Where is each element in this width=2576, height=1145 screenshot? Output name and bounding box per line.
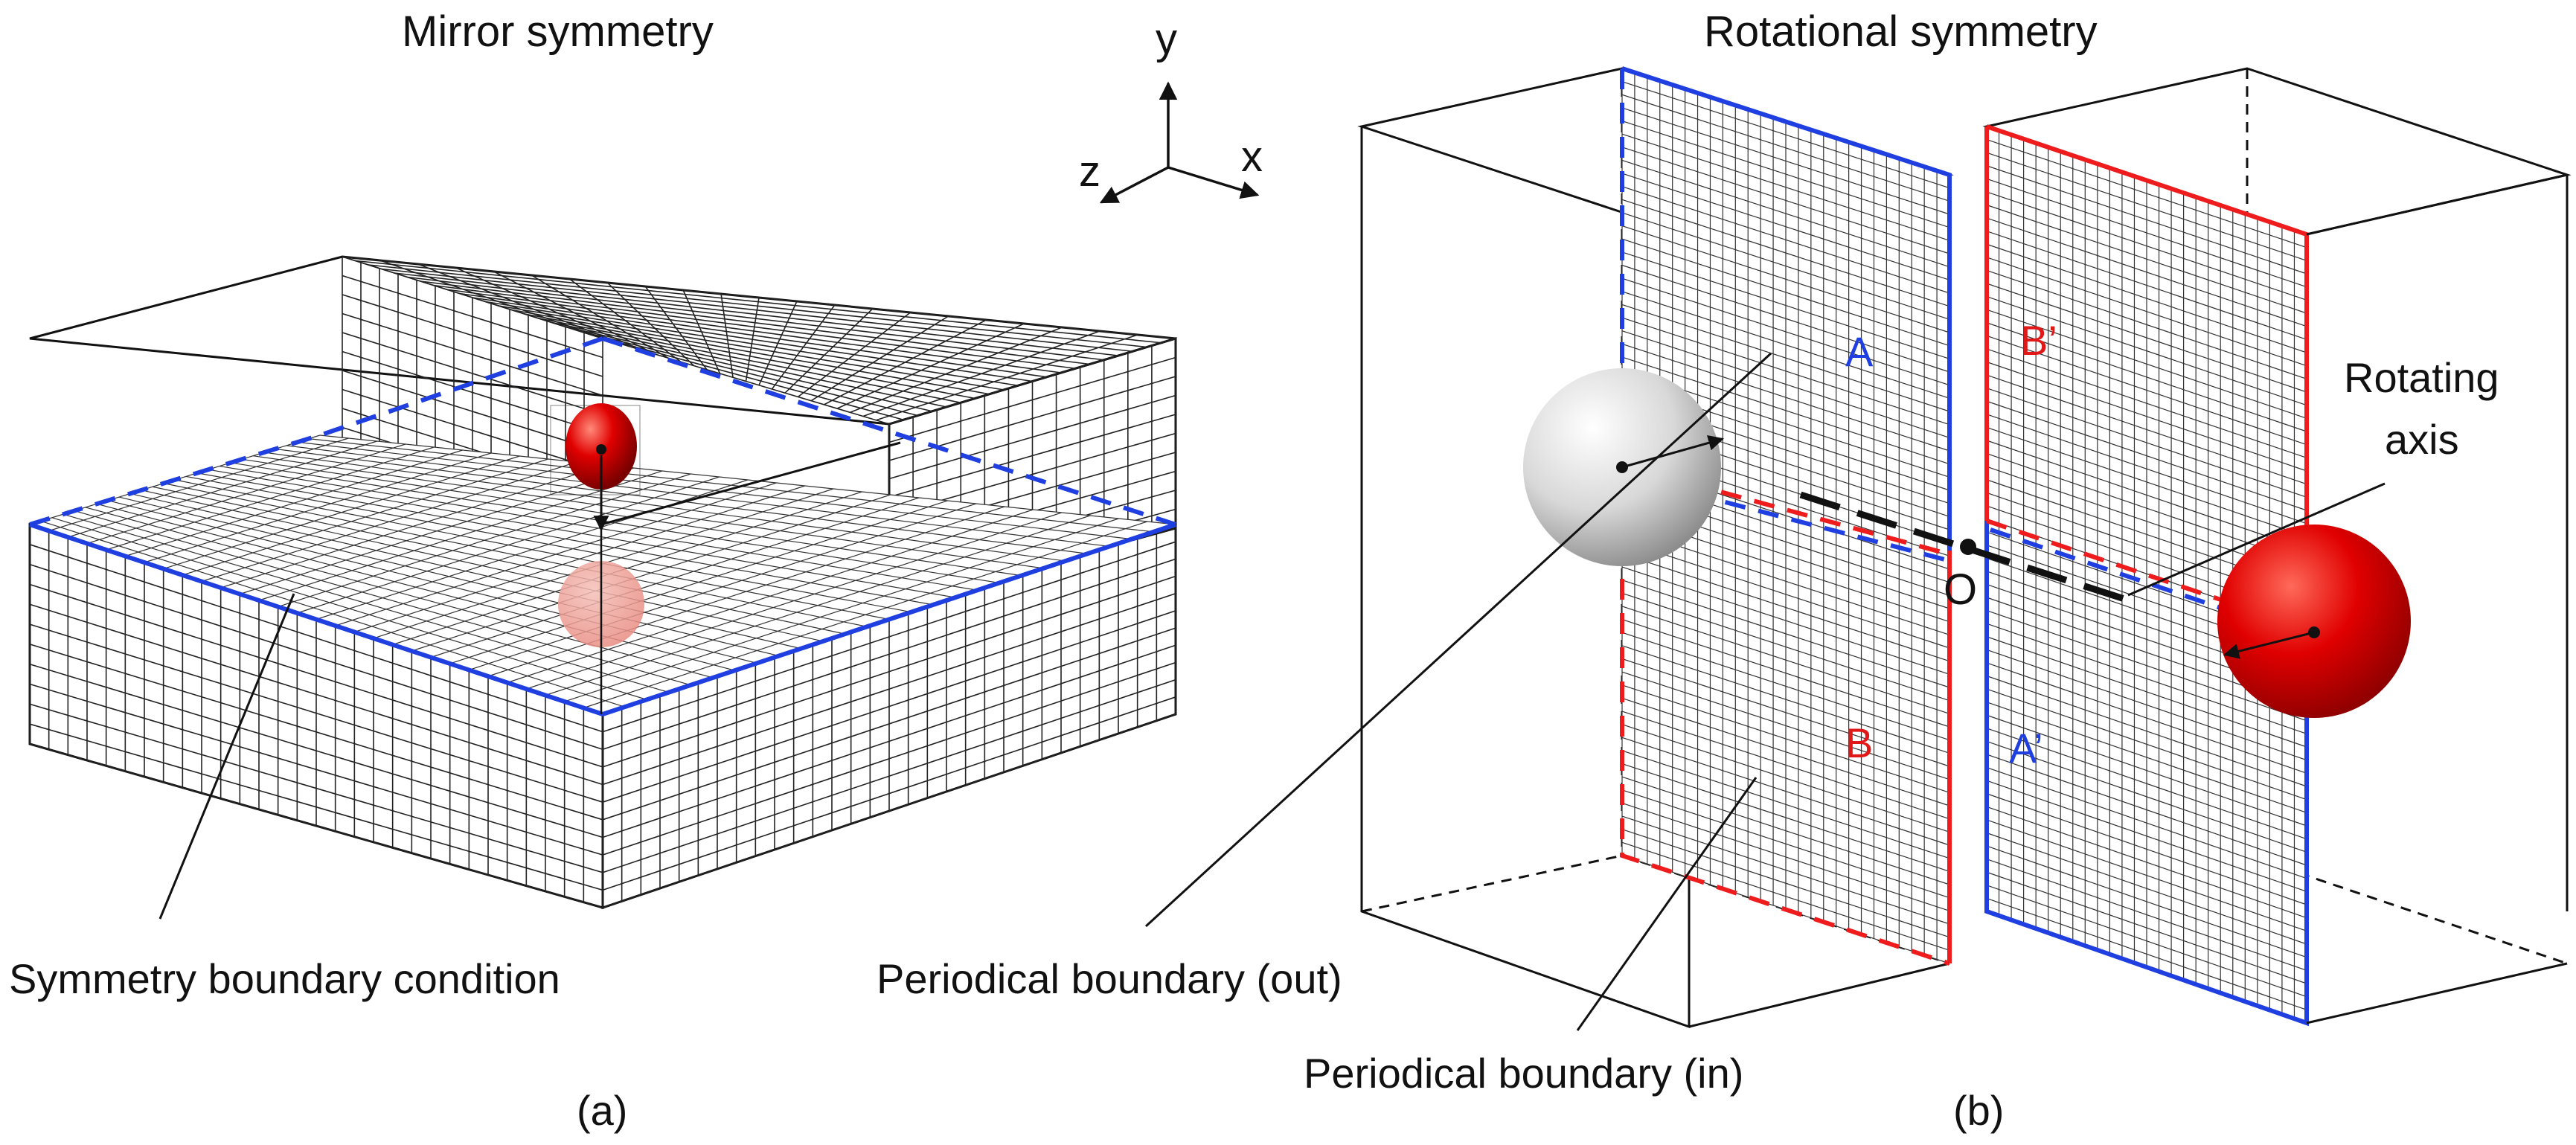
panel-b-title: Rotational symmetry <box>1704 7 2098 56</box>
symmetry-plane-dashed-edge <box>29 336 1176 527</box>
origin-dot <box>1960 539 1976 555</box>
callout-rotating-axis <box>2127 482 2386 597</box>
coordinate-axes: y x z <box>1079 15 1263 204</box>
panel-a-title: Mirror symmetry <box>402 7 714 56</box>
particle-pointer-line <box>600 441 901 526</box>
callout-out-label: Periodical boundary (out) <box>877 955 1342 1002</box>
label-A-prime: A’ <box>2009 725 2043 772</box>
panel-a: Symmetry boundary condition Mirror symme… <box>9 7 1177 1134</box>
panel-b: O A B B’ A’ Rotating axis Periodical bou… <box>877 7 2572 1134</box>
symmetry-callout-line <box>158 593 295 920</box>
axis-y-label: y <box>1156 15 1177 63</box>
axis-z-label: z <box>1079 147 1100 196</box>
periodic-plane-out <box>1620 66 1954 966</box>
label-B-prime: B’ <box>2020 317 2057 364</box>
label-A: A <box>1845 328 1874 375</box>
particle-center-dot <box>596 444 606 455</box>
callout-in <box>1576 777 1758 1031</box>
symmetry-callout-label: Symmetry boundary condition <box>9 955 560 1002</box>
callout-out <box>1144 352 1772 928</box>
rotating-axis-label-1: Rotating <box>2344 354 2499 401</box>
lower-mesh-block <box>28 434 1177 910</box>
periodic-plane-in <box>1984 124 2568 1027</box>
callout-in-label: Periodical boundary (in) <box>1304 1050 1743 1097</box>
particle-red-b <box>2217 525 2411 718</box>
rotating-axis-label-2: axis <box>2385 416 2459 463</box>
label-B: B <box>1845 719 1873 766</box>
panel-b-caption: (b) <box>1953 1087 2004 1134</box>
axis-x-label: x <box>1241 132 1263 181</box>
panel-a-caption: (a) <box>577 1087 627 1134</box>
origin-label: O <box>1944 565 1977 614</box>
symmetry-plane-solid-edge <box>29 522 1176 717</box>
